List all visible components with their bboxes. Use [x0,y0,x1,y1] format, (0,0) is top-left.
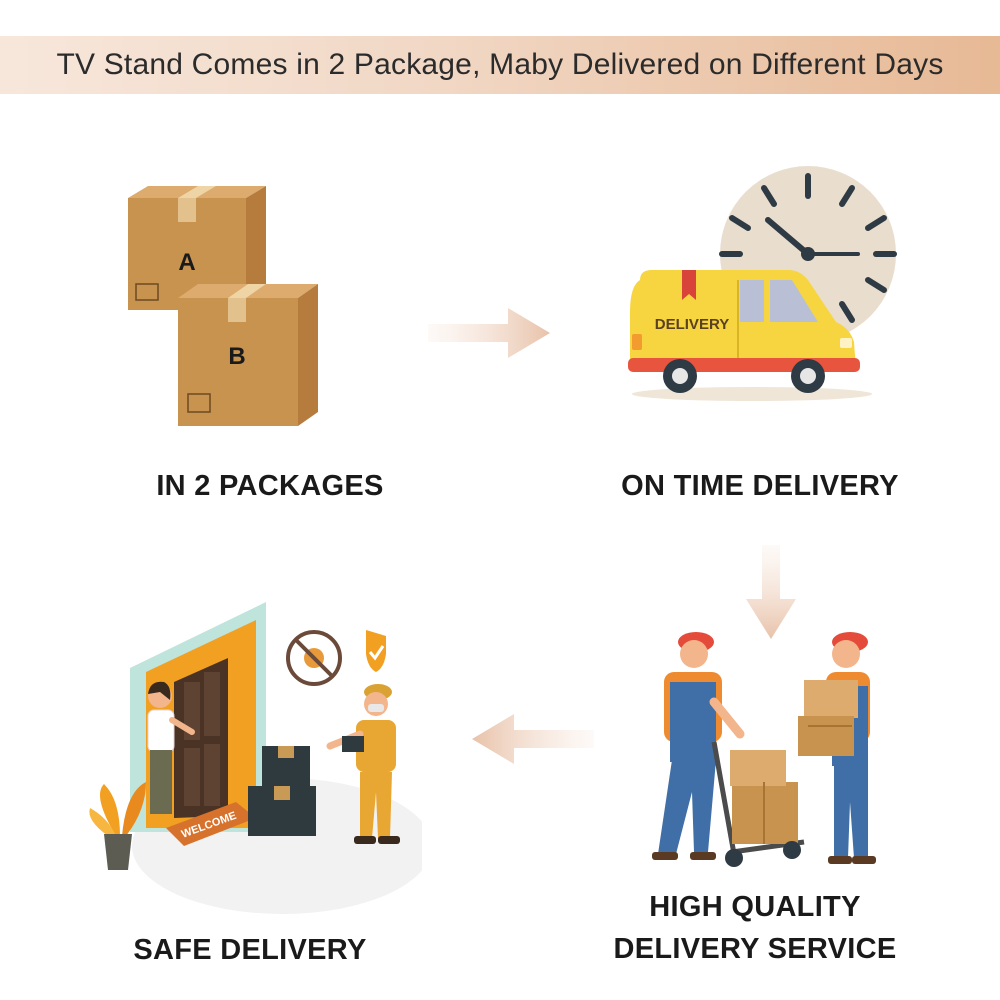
header-banner: TV Stand Comes in 2 Package, Maby Delive… [0,36,1000,94]
delivery-van: DELIVERY [628,270,872,401]
customer-woman [147,681,195,814]
doorstep-delivery-illustration: WELCOME [89,602,422,914]
step-quality-title: HIGH QUALITY DELIVERY SERVICE [590,886,920,970]
van-label: DELIVERY [655,316,729,333]
step-quality-line1: HIGH QUALITY [649,891,861,923]
packages-illustration: A B [128,186,318,426]
arrow-left-icon [472,714,594,764]
delivery-van-illustration: DELIVERY [628,166,897,401]
package-b-label: B [228,343,245,370]
arrow-down-icon [746,545,796,639]
package-b: B [178,284,318,426]
step-on-time-title: ON TIME DELIVERY [621,470,899,502]
couriers-illustration [652,632,876,867]
delivered-parcels [248,746,316,836]
step-safe-title: SAFE DELIVERY [133,934,367,966]
banner-title: TV Stand Comes in 2 Package, Maby Delive… [56,48,944,81]
shield-check-icon [366,630,386,672]
courier-with-trolley [652,632,745,860]
virus-blocked-icon [286,630,342,686]
package-a-label: A [178,249,195,276]
step-quality-line2: DELIVERY SERVICE [613,933,897,965]
parcel-trolley [711,741,805,867]
arrow-right-icon [428,308,550,358]
courier-masked [326,684,400,844]
potted-plant [89,782,146,870]
step-packages-title: IN 2 PACKAGES [156,470,384,502]
house-entrance [130,602,266,832]
courier-carrying-boxes [798,632,876,864]
